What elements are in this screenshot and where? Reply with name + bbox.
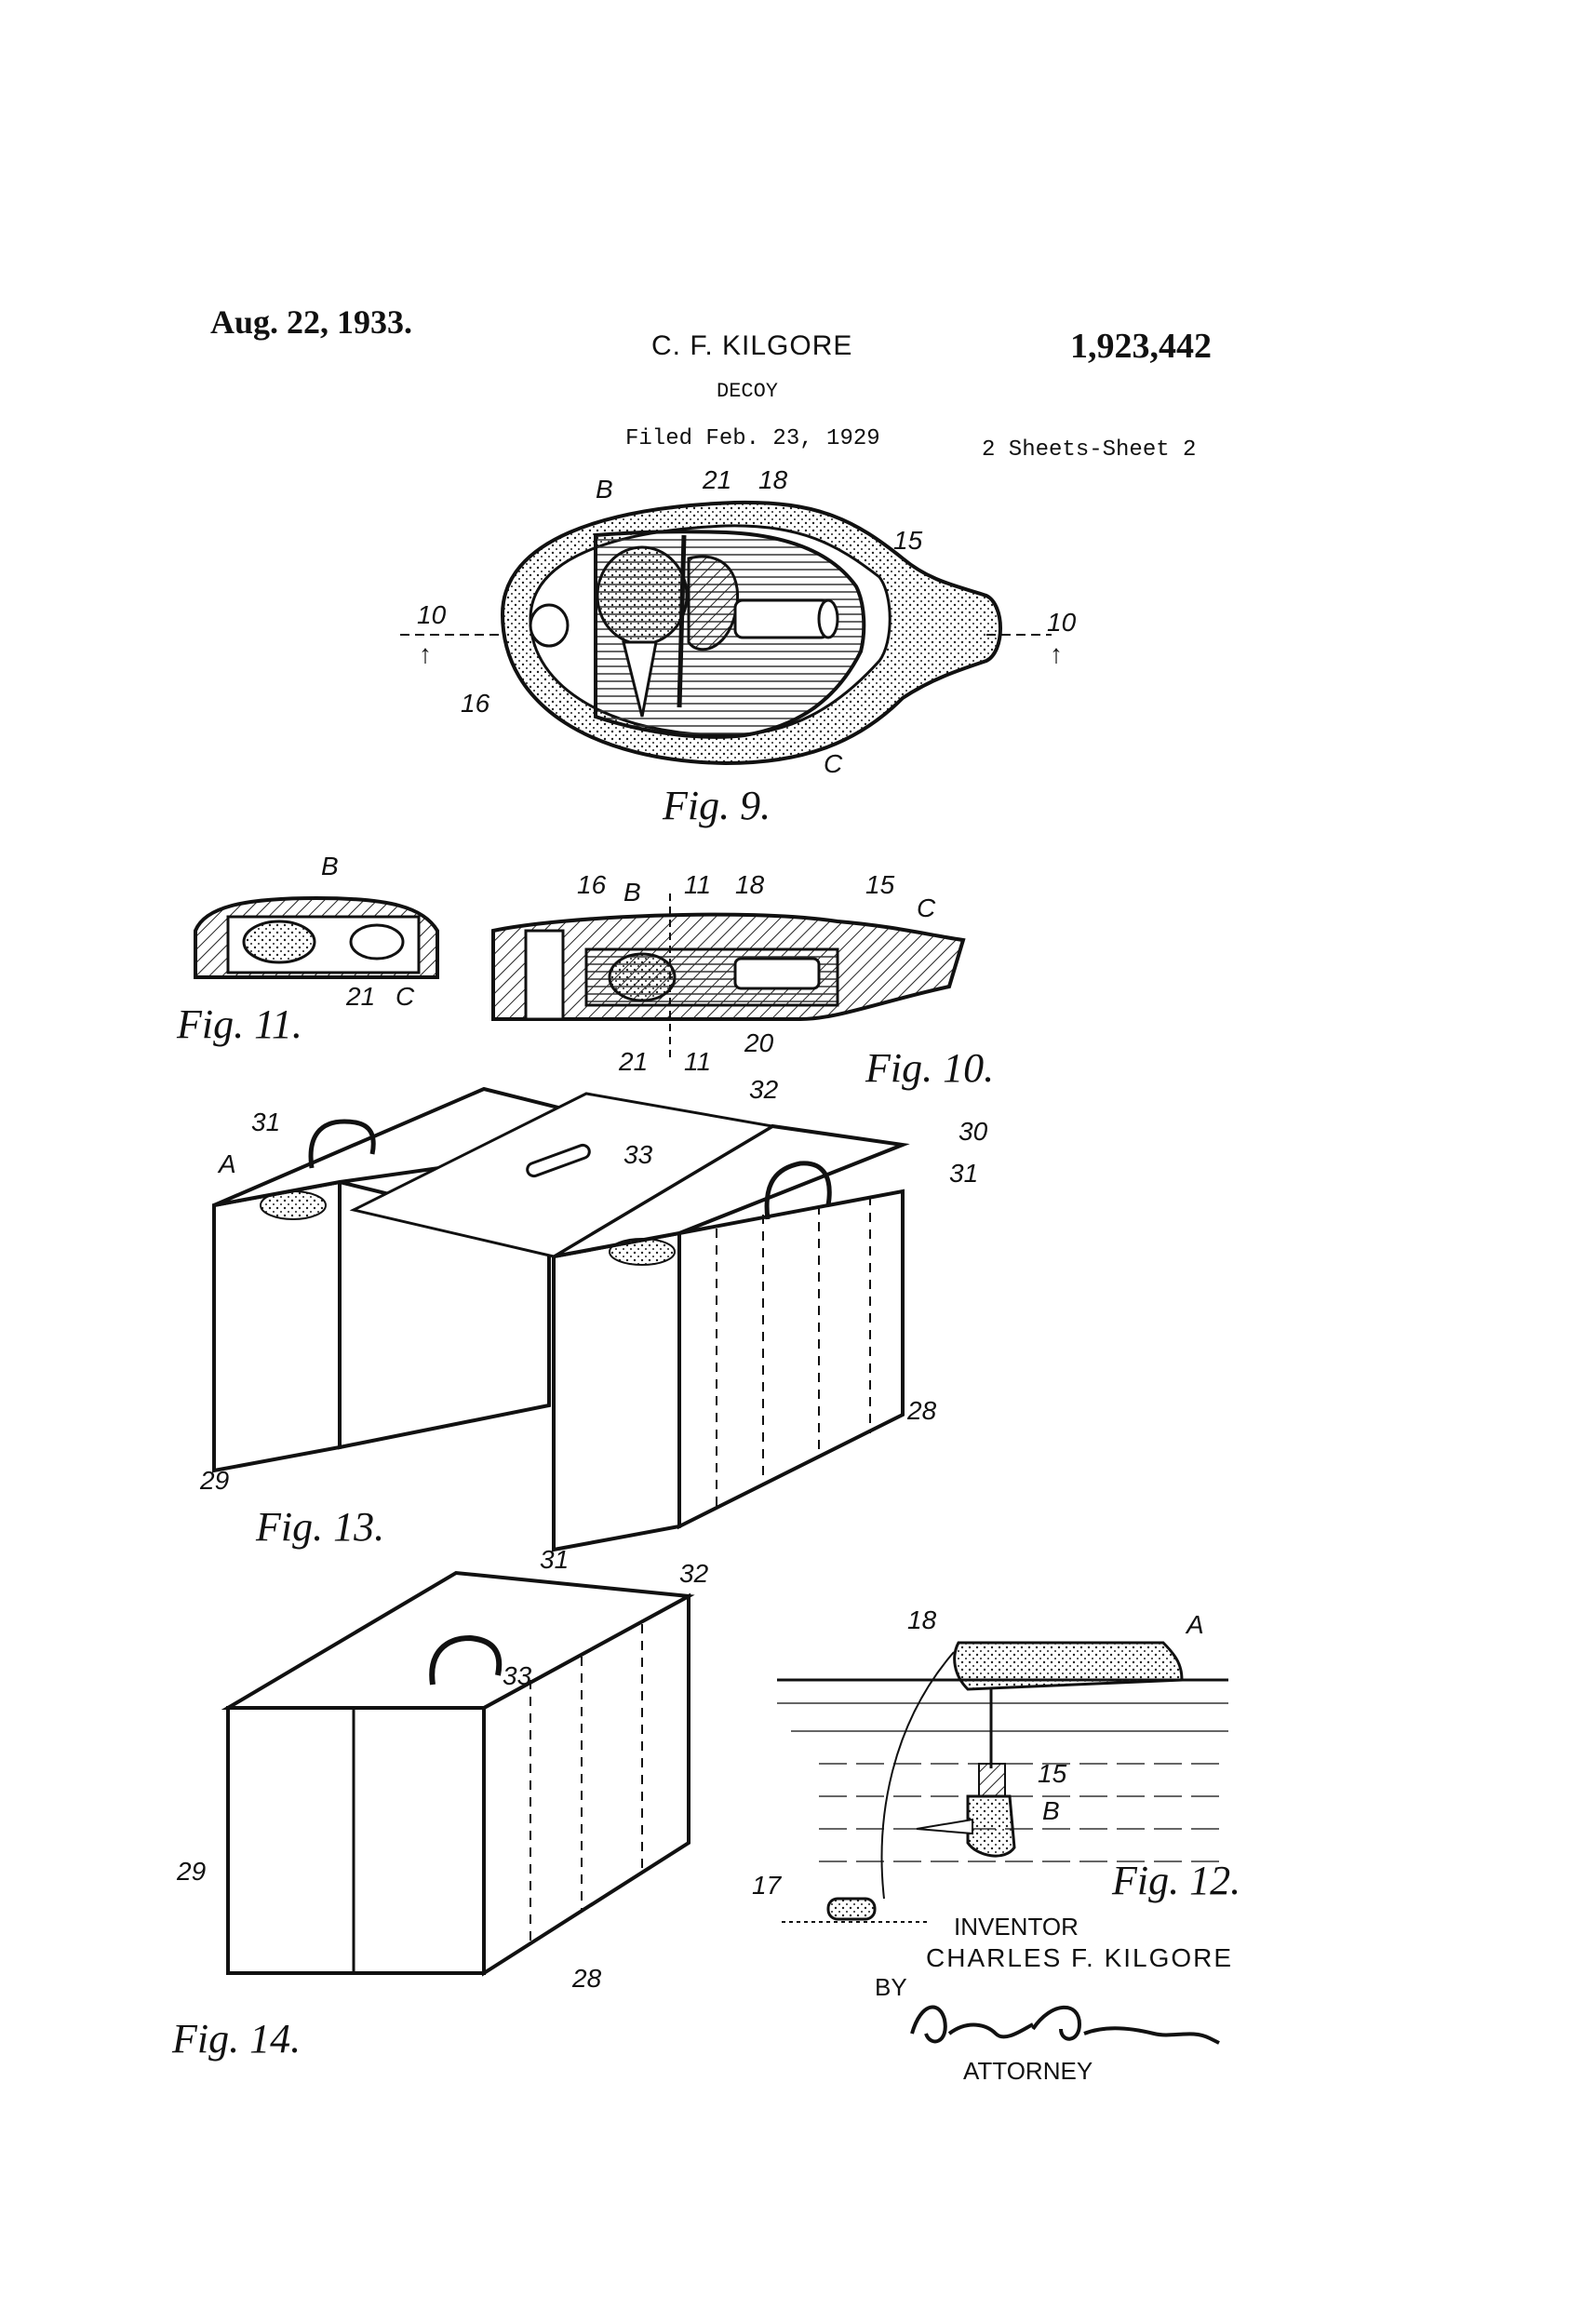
fig13-label: 32 <box>749 1075 779 1104</box>
fig12-label: A <box>1185 1610 1204 1639</box>
fig13-label: 31 <box>949 1159 978 1188</box>
fig12-label: 15 <box>1038 1759 1067 1788</box>
fig13-label: 30 <box>959 1117 988 1146</box>
fig14-label: 31 <box>540 1545 569 1574</box>
fig13-label: 29 <box>199 1466 229 1495</box>
fig13-caption: Fig. 13. <box>255 1504 384 1550</box>
fig12-label: 17 <box>752 1871 783 1900</box>
fig14-label: 28 <box>571 1964 602 1993</box>
fig11-label: 21 <box>345 982 375 1011</box>
fig10-caption: Fig. 10. <box>865 1045 994 1091</box>
fig11-label: C <box>396 982 415 1011</box>
fig9-label: 16 <box>461 689 490 718</box>
fig11-caption: Fig. 11. <box>176 1001 302 1047</box>
fig10-label: 15 <box>865 870 895 899</box>
fig9-label: 18 <box>758 465 788 494</box>
fig10-label: 18 <box>735 870 765 899</box>
fig10-label: 16 <box>577 870 607 899</box>
fig9-label: B <box>596 475 613 504</box>
attorney-signature <box>910 2005 1220 2045</box>
fig9-label: 21 <box>702 465 731 494</box>
fig11-drawing: B 21 C Fig. 11. <box>176 852 439 1047</box>
fig9-label: 15 <box>893 526 923 555</box>
inventor-header: C. F. KILGORE <box>651 330 853 361</box>
fig9-label: 10 <box>1047 608 1077 637</box>
fig9-label: C <box>824 749 843 778</box>
fig14-label: 32 <box>679 1559 709 1588</box>
fig14-caption: Fig. 14. <box>171 2016 301 2062</box>
fig10-label: 21 <box>618 1047 648 1076</box>
inventor-name: CHARLES F. KILGORE <box>926 1943 1234 1972</box>
fig13-label: A <box>217 1149 236 1178</box>
fig11-label: B <box>321 852 339 880</box>
fig10-label: C <box>917 893 936 922</box>
fig10-label: 11 <box>684 1047 711 1076</box>
filed-date: Filed Feb. 23, 1929 <box>625 426 880 451</box>
fig12-label: B <box>1042 1796 1060 1825</box>
fig9-drawing: 10 10 ↑ ↑ B 21 18 15 16 C Fig. 9. <box>400 465 1077 828</box>
fig13-label: 33 <box>623 1140 653 1169</box>
fig12-label: 18 <box>907 1605 937 1634</box>
fig14-drawing: 31 32 33 29 28 Fig. 14. <box>171 1545 709 2062</box>
fig13-label: 28 <box>906 1396 937 1425</box>
fig10-label: B <box>623 878 641 907</box>
fig12-caption: Fig. 12. <box>1111 1858 1240 1903</box>
attorney-label: ATTORNEY <box>963 2057 1093 2085</box>
fig12-drawing: 18 A 15 B 17 Fig. 12. <box>752 1605 1240 1923</box>
fig9-label: 10 <box>417 600 447 629</box>
fig10-label: 20 <box>744 1028 774 1057</box>
fig10-label: 11 <box>684 870 711 899</box>
fig14-label: 33 <box>503 1661 532 1690</box>
fig13-label: 31 <box>251 1108 280 1136</box>
patent-date: Aug. 22, 1933. <box>210 303 413 341</box>
patent-number: 1,923,442 <box>1070 327 1212 366</box>
fig10-drawing: 16 B 11 18 15 C 21 11 20 Fig. 10. <box>491 870 994 1091</box>
inventor-label: INVENTOR <box>954 1913 1079 1941</box>
svg-text:↑: ↑ <box>419 639 432 668</box>
fig14-label: 29 <box>176 1857 206 1886</box>
fig13-drawing: 31 32 30 A 33 31 28 29 Fig. 13. <box>199 1075 988 1552</box>
fig9-caption: Fig. 9. <box>662 783 771 828</box>
patent-title: DECOY <box>717 380 779 403</box>
sheet-count: 2 Sheets-Sheet 2 <box>982 437 1197 463</box>
svg-text:↑: ↑ <box>1050 639 1063 668</box>
by-label: BY <box>875 1973 907 2001</box>
